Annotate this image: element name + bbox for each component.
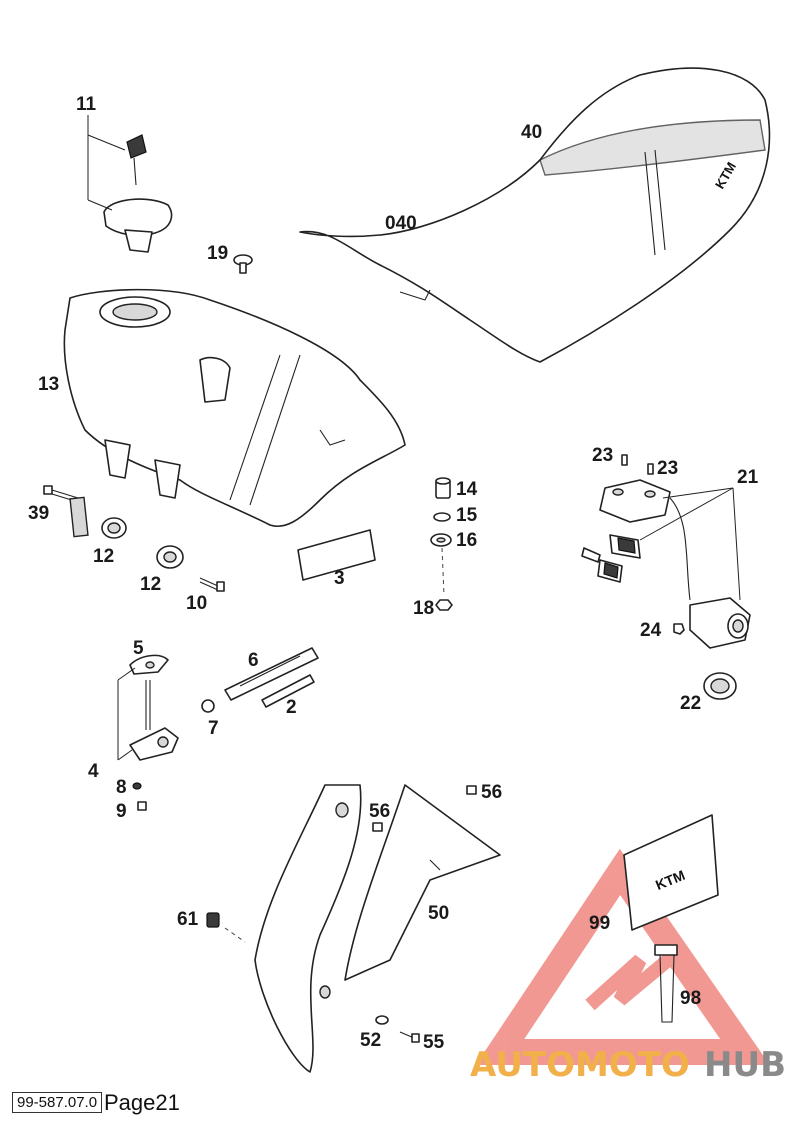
label-23b: 23 [657,458,678,479]
label-12b: 12 [140,574,161,595]
label-16: 16 [456,530,477,551]
hose-clip-7-part [201,699,215,713]
label-2: 2 [286,697,297,718]
label-5: 5 [133,638,144,659]
label-3: 3 [334,568,345,589]
label-50: 50 [428,903,449,924]
watermark-text-hub: HUB [704,1045,786,1085]
bolt-39-part [43,485,89,538]
label-55: 55 [423,1032,445,1053]
label-39: 39 [28,503,49,524]
catalog-code: 99-587.07.0 [12,1092,103,1113]
rubber-grommet-12b-part [156,545,184,569]
side-panel-part [254,784,501,1073]
screw-56a-part [372,822,383,832]
label-23a: 23 [592,445,613,466]
screw-19-part [233,254,253,274]
label-18: 18 [413,598,434,619]
label-98: 98 [680,988,701,1009]
label-040: 040 [385,213,417,234]
label-56b: 56 [481,782,502,803]
label-4: 4 [88,761,99,782]
sticker-3-part [297,529,376,581]
label-10: 10 [186,593,207,614]
fuel-tank-part [63,288,406,527]
page-number: Page21 [104,1090,180,1115]
fuel-tap-part [117,654,179,811]
bolt-10-part [199,577,225,592]
label-99: 99 [589,913,610,934]
clip-61-part [206,912,220,928]
label-21: 21 [737,467,759,488]
label-22: 22 [680,693,701,714]
label-13: 13 [38,374,59,395]
washer-16-part [430,533,452,547]
label-11: 11 [76,94,97,115]
label-14: 14 [456,479,478,500]
label-8: 8 [116,777,127,798]
screw-55-part [399,1031,420,1043]
screw-56b-part [466,785,477,795]
label-7: 7 [208,718,219,739]
watermark-text-auto: AUTOMOTO [470,1045,690,1085]
decal-99-part: KTM [623,814,719,931]
bolt-14-part [435,477,451,499]
label-12a: 12 [93,546,114,567]
label-9: 9 [116,801,127,822]
label-19: 19 [207,243,228,264]
label-52: 52 [360,1030,381,1051]
strap-98-part [654,944,678,1023]
fuel-cap-part [87,115,173,253]
label-6: 6 [248,650,259,671]
hose-2-part [261,674,315,708]
nut-18-part [435,599,453,611]
label-40: 40 [521,122,542,143]
label-24: 24 [640,620,662,641]
rubber-grommet-12a-part [101,517,127,539]
label-61: 61 [177,909,199,930]
hose-6-part [224,647,319,701]
washer-52-part [375,1015,389,1025]
ignition-lock-set-part [581,454,751,700]
label-56a: 56 [369,801,390,822]
seat-part: KTM [299,67,771,363]
watermark-logo [475,848,770,1065]
washer-15-part [433,512,451,522]
label-15: 15 [456,505,478,526]
